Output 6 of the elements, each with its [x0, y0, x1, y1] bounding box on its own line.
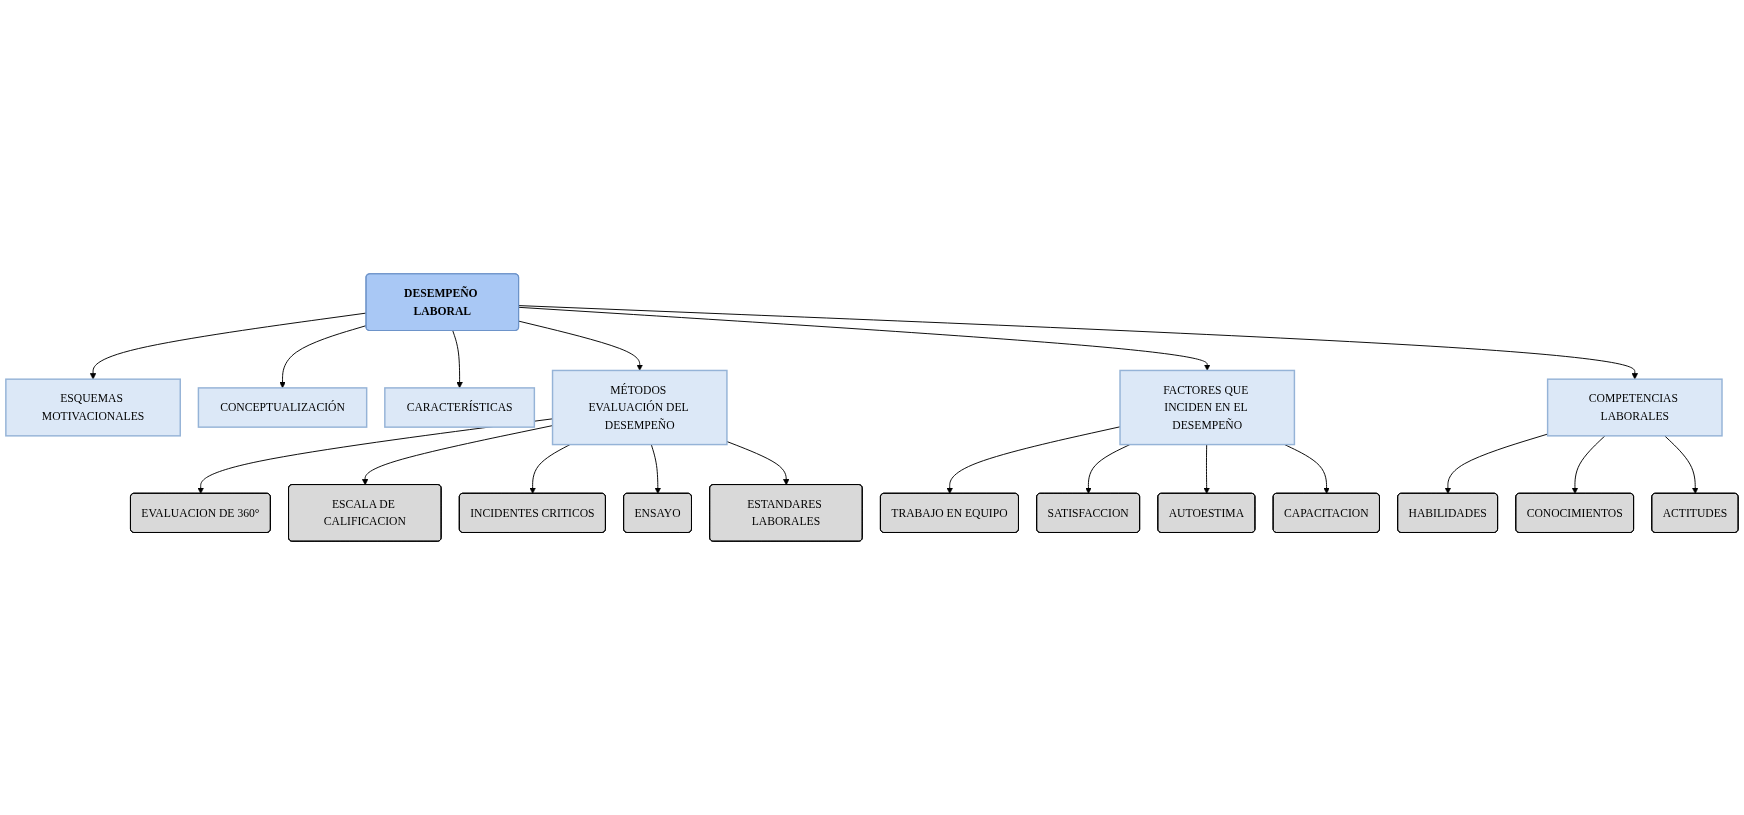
node-box: MÉTODOS EVALUACIÓN DEL DESEMPEÑO — [551, 369, 728, 446]
node-box: CONCEPTUALIZACIÓN — [197, 387, 368, 428]
node-box: FACTORES QUE INCIDEN EN EL DESEMPEÑO — [1119, 369, 1296, 446]
node-box: COMPETENCIAS LABORALES — [1546, 378, 1723, 437]
node-box: CARACTERÍSTICAS — [384, 387, 536, 428]
node-box: ESQUEMAS MOTIVACIONALES — [5, 378, 181, 437]
